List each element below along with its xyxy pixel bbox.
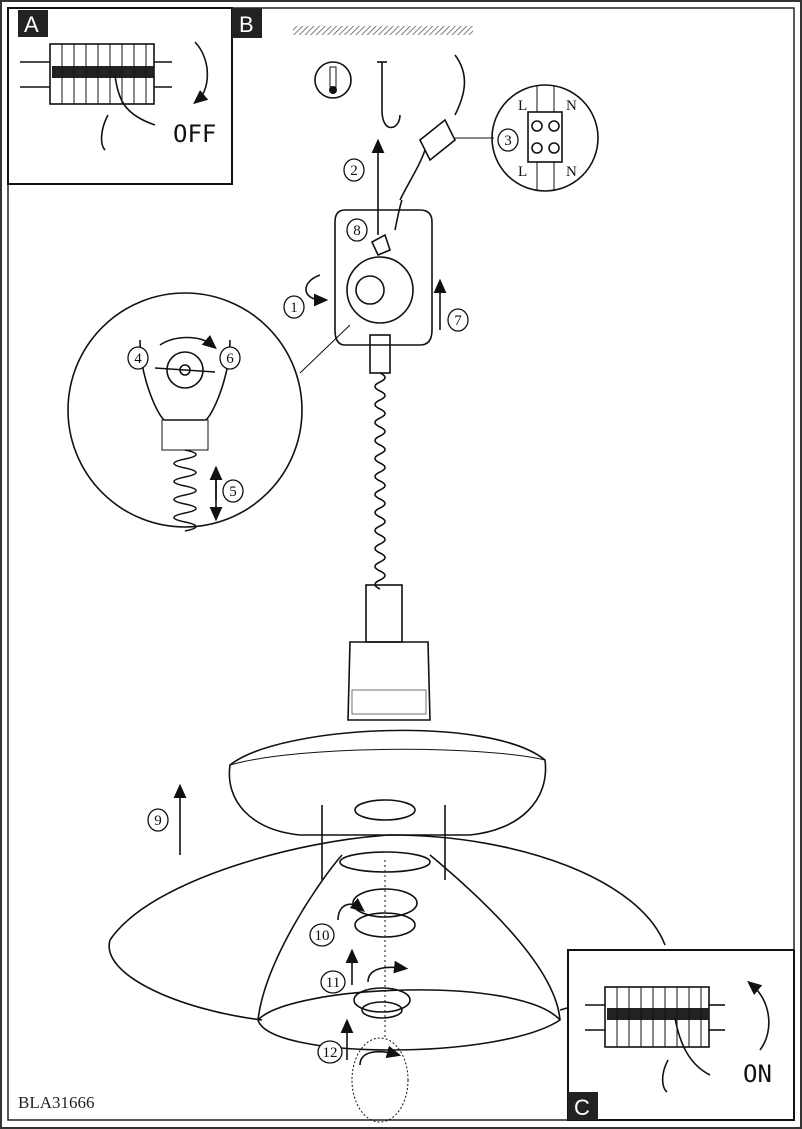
page-border xyxy=(7,7,795,1121)
step-circle xyxy=(320,970,346,994)
arrow-down-icon xyxy=(193,41,209,105)
rotate-arrow-icon xyxy=(337,898,366,921)
coiled-cord xyxy=(374,372,386,590)
step-number-2: 2 xyxy=(350,163,358,179)
step-number-7: 7 xyxy=(454,313,462,329)
model-code: BLA31666 xyxy=(18,1093,95,1112)
arrow-up-icon xyxy=(747,980,770,1051)
terminal-live-bottom: L xyxy=(518,164,527,180)
step-number-5: 5 xyxy=(229,484,237,500)
lamp-body xyxy=(108,584,666,1051)
switch-on-text: ON xyxy=(743,1060,772,1088)
step-circle xyxy=(219,346,241,370)
step-number-11: 11 xyxy=(326,975,340,991)
step-number-12: 12 xyxy=(323,1045,338,1061)
step-circle xyxy=(497,128,519,152)
panel-a-switch-off: A OFF xyxy=(7,7,233,185)
ceiling-canopy xyxy=(305,209,433,346)
terminal-neutral-top: N xyxy=(566,98,577,114)
step-circle xyxy=(222,479,244,503)
step-number-10: 10 xyxy=(315,928,330,944)
step-circle xyxy=(447,308,469,332)
step-number-1: 1 xyxy=(290,300,298,316)
hand-icon xyxy=(661,1017,711,1093)
step-circle xyxy=(343,158,365,182)
panel-b-badge xyxy=(232,8,262,38)
hand-icon xyxy=(100,74,156,151)
light-bulb xyxy=(351,1037,409,1123)
mains-cable xyxy=(454,54,466,116)
terminal-zoom: L N L N xyxy=(491,84,599,192)
switch-off-text: OFF xyxy=(173,120,216,148)
terminal-neutral-bottom: N xyxy=(566,164,577,180)
rotate-arrow-icon xyxy=(367,960,409,983)
step-number-6: 6 xyxy=(226,351,234,367)
panel-b-label: B xyxy=(239,12,254,37)
step-circle xyxy=(346,218,368,242)
fuse-box-icon xyxy=(20,43,172,105)
step-circle xyxy=(127,346,149,370)
step-circle xyxy=(317,1040,343,1064)
cord-grip xyxy=(369,334,391,374)
height-adjust-zoom xyxy=(67,292,303,532)
rotate-arrow-icon xyxy=(359,1045,402,1066)
panel-c-switch-on: ON C xyxy=(567,949,795,1121)
step-circle xyxy=(147,808,169,832)
step-number-8: 8 xyxy=(353,223,361,239)
ceiling xyxy=(293,26,473,35)
step-circle xyxy=(283,295,305,319)
terminal-block xyxy=(394,118,457,231)
terminal-live-top: L xyxy=(518,98,527,114)
panel-a-label: A xyxy=(24,12,39,37)
step-number-3: 3 xyxy=(504,133,512,149)
step-number-4: 4 xyxy=(134,351,142,367)
fuse-box-icon xyxy=(585,986,725,1048)
panel-c-label: C xyxy=(574,1095,590,1120)
ceiling-hook-icon xyxy=(377,61,401,129)
thermometer-icon xyxy=(314,61,352,99)
step-circle xyxy=(309,923,335,947)
step-number-9: 9 xyxy=(154,813,162,829)
